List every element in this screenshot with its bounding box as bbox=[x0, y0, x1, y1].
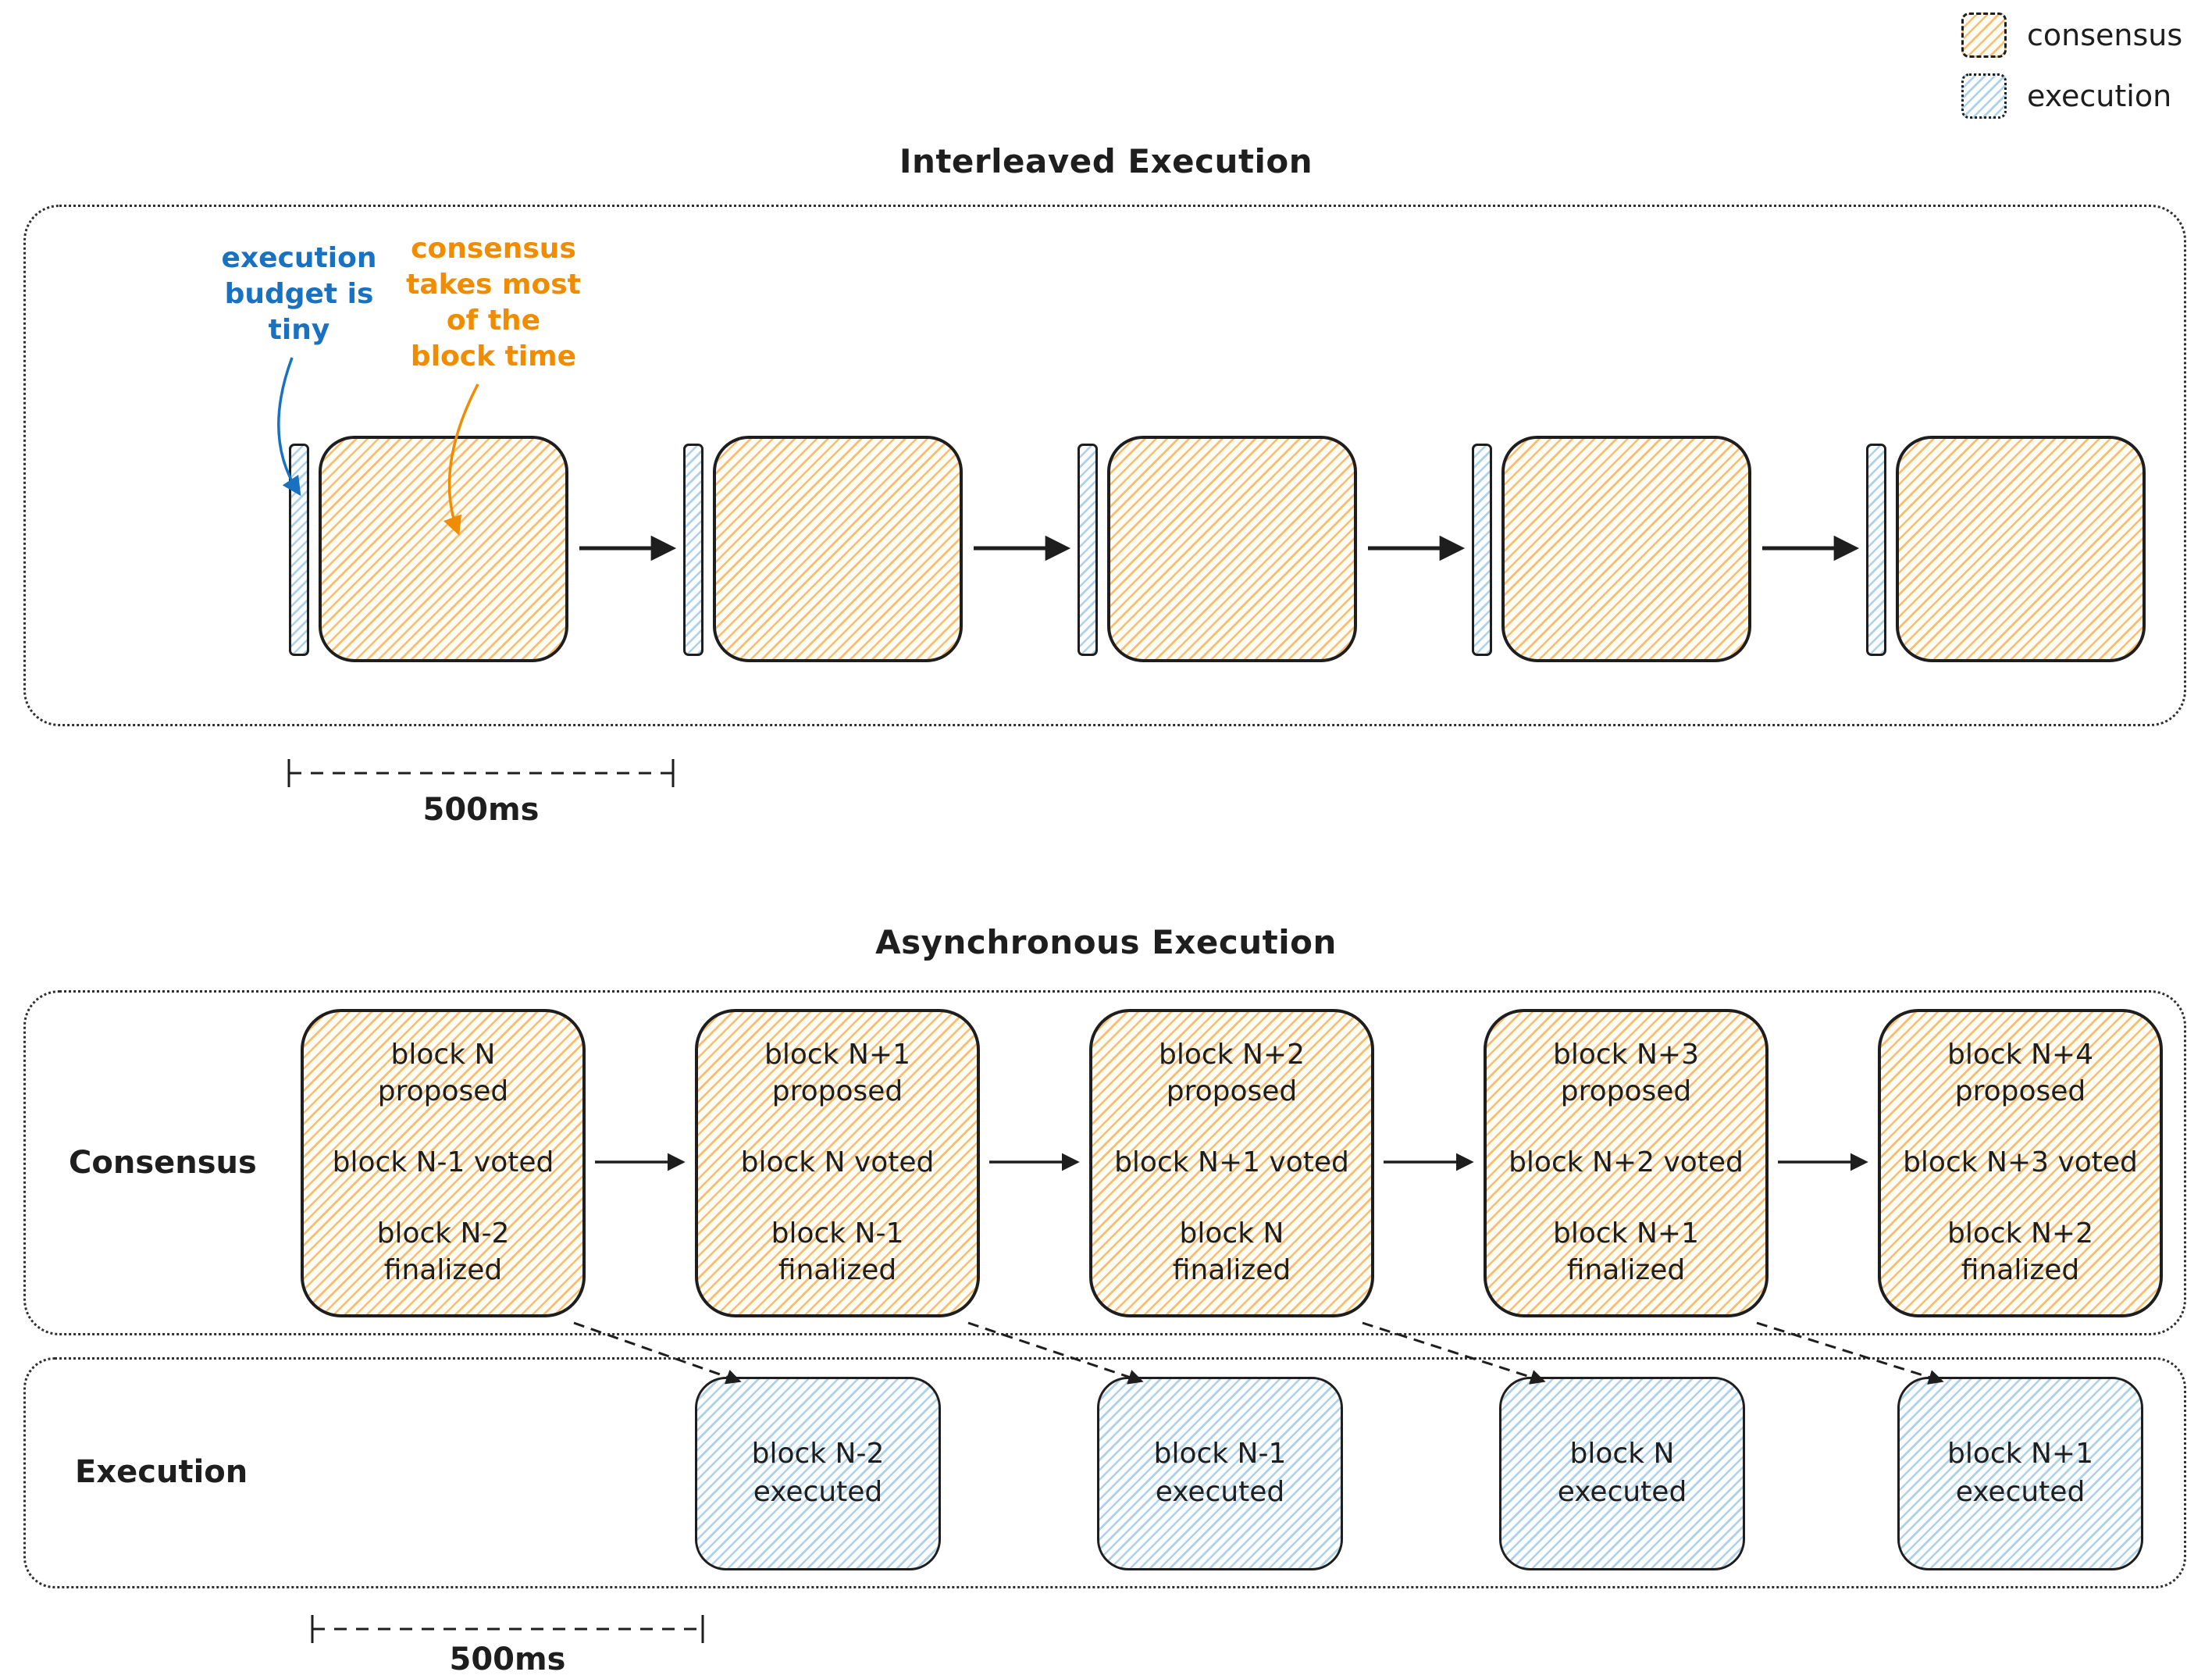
consensus-proposed-line: block N+2 proposed bbox=[1159, 1039, 1305, 1107]
consensus-voted-line: block N+2 voted bbox=[1509, 1146, 1744, 1179]
execution-budget-note: execution budget is tiny bbox=[221, 242, 377, 347]
async-consensus-block-3: block N+2 proposed block N+1 voted block… bbox=[1089, 1009, 1374, 1317]
consensus-voted-line: block N-1 voted bbox=[332, 1146, 554, 1179]
consensus-voted-line: block N+3 voted bbox=[1903, 1146, 2138, 1179]
consensus-swatch-icon bbox=[1961, 12, 2007, 58]
async-execution-block-2: block N-1 executed bbox=[1097, 1377, 1343, 1570]
async-consensus-block-5: block N+4 proposed block N+3 voted block… bbox=[1878, 1009, 2163, 1317]
timescale-label-async: 500ms bbox=[449, 1642, 566, 1677]
execution-block-label: block N-2 executed bbox=[751, 1438, 885, 1508]
consensus-block-2 bbox=[713, 436, 963, 662]
execution-swatch-icon bbox=[1961, 73, 2007, 119]
async-consensus-block-2: block N+1 proposed block N voted block N… bbox=[695, 1009, 980, 1317]
consensus-finalized-line: block N-1 finalized bbox=[771, 1217, 904, 1287]
execution-slice-bar-2 bbox=[683, 444, 703, 656]
asynchronous-title: Asynchronous Execution bbox=[875, 923, 1337, 961]
consensus-block-1 bbox=[319, 436, 568, 662]
async-execution-block-3: block N executed bbox=[1499, 1377, 1745, 1570]
legend: consensus execution bbox=[1961, 12, 2182, 119]
execution-slice-bar-4 bbox=[1472, 444, 1492, 656]
execution-block-label: block N executed bbox=[1557, 1438, 1687, 1508]
legend-item-execution: execution bbox=[1961, 73, 2182, 119]
consensus-proposed-line: block N+1 proposed bbox=[764, 1039, 910, 1107]
consensus-proposed-line: block N+4 proposed bbox=[1947, 1039, 2093, 1107]
async-execution-block-1: block N-2 executed bbox=[695, 1377, 941, 1570]
execution-block-label: block N-1 executed bbox=[1153, 1438, 1287, 1508]
consensus-block-3 bbox=[1107, 436, 1357, 662]
consensus-proposed-line: block N+3 proposed bbox=[1553, 1039, 1699, 1107]
async-execution-block-4: block N+1 executed bbox=[1897, 1377, 2143, 1570]
interleaved-title: Interleaved Execution bbox=[899, 142, 1313, 180]
consensus-finalized-line: block N finalized bbox=[1172, 1217, 1291, 1287]
execution-row-label: Execution bbox=[75, 1454, 248, 1490]
consensus-finalized-line: block N+2 finalized bbox=[1947, 1217, 2093, 1287]
consensus-finalized-line: block N+1 finalized bbox=[1553, 1217, 1699, 1287]
consensus-block-4 bbox=[1501, 436, 1751, 662]
async-consensus-block-1: block N proposed block N-1 voted block N… bbox=[301, 1009, 586, 1317]
legend-item-consensus: consensus bbox=[1961, 12, 2182, 58]
consensus-time-note: consensus takes most of the block time bbox=[406, 233, 581, 373]
consensus-voted-line: block N+1 voted bbox=[1114, 1146, 1349, 1179]
consensus-finalized-line: block N-2 finalized bbox=[376, 1217, 510, 1287]
execution-slice-bar-1 bbox=[289, 444, 309, 656]
legend-execution-label: execution bbox=[2027, 79, 2172, 113]
consensus-proposed-line: block N proposed bbox=[377, 1039, 509, 1107]
execution-slice-bar-3 bbox=[1078, 444, 1098, 656]
execution-slice-bar-5 bbox=[1866, 444, 1886, 656]
timescale-label-interleaved: 500ms bbox=[422, 792, 540, 828]
execution-block-label: block N+1 executed bbox=[1947, 1438, 2093, 1508]
consensus-voted-line: block N voted bbox=[740, 1146, 935, 1179]
interleaved-panel bbox=[23, 205, 2186, 726]
async-consensus-block-4: block N+3 proposed block N+2 voted block… bbox=[1484, 1009, 1769, 1317]
consensus-row-label: Consensus bbox=[69, 1145, 257, 1181]
consensus-block-5 bbox=[1896, 436, 2146, 662]
legend-consensus-label: consensus bbox=[2027, 18, 2183, 52]
